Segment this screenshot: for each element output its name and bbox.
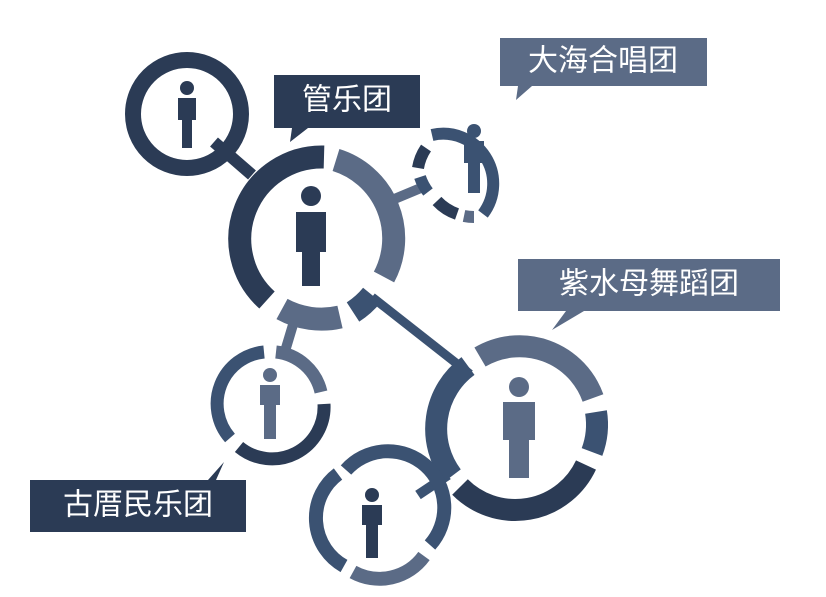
label-folk-text: 古厝民乐团	[63, 488, 213, 523]
label-dance-text: 紫水母舞蹈团	[559, 267, 739, 302]
person-icon	[296, 186, 326, 286]
node-bottom	[308, 444, 452, 586]
person-icon	[464, 124, 484, 193]
node-center-brass	[228, 145, 406, 331]
label-choir: 大海合唱团	[500, 38, 707, 100]
person-icon	[503, 377, 535, 478]
node-choir	[412, 124, 500, 224]
label-folk: 古厝民乐团	[30, 462, 246, 532]
label-choir-text: 大海合唱团	[528, 44, 678, 79]
person-icon	[260, 368, 280, 439]
label-brass-text: 管乐团	[302, 83, 392, 118]
connector-center-dance	[369, 293, 473, 378]
label-brass: 管乐团	[274, 75, 420, 142]
node-top-left	[125, 52, 249, 176]
person-icon	[362, 488, 382, 558]
person-icon	[178, 81, 196, 148]
node-dance	[425, 335, 608, 521]
node-folk	[210, 345, 331, 466]
label-dance: 紫水母舞蹈团	[518, 259, 780, 330]
